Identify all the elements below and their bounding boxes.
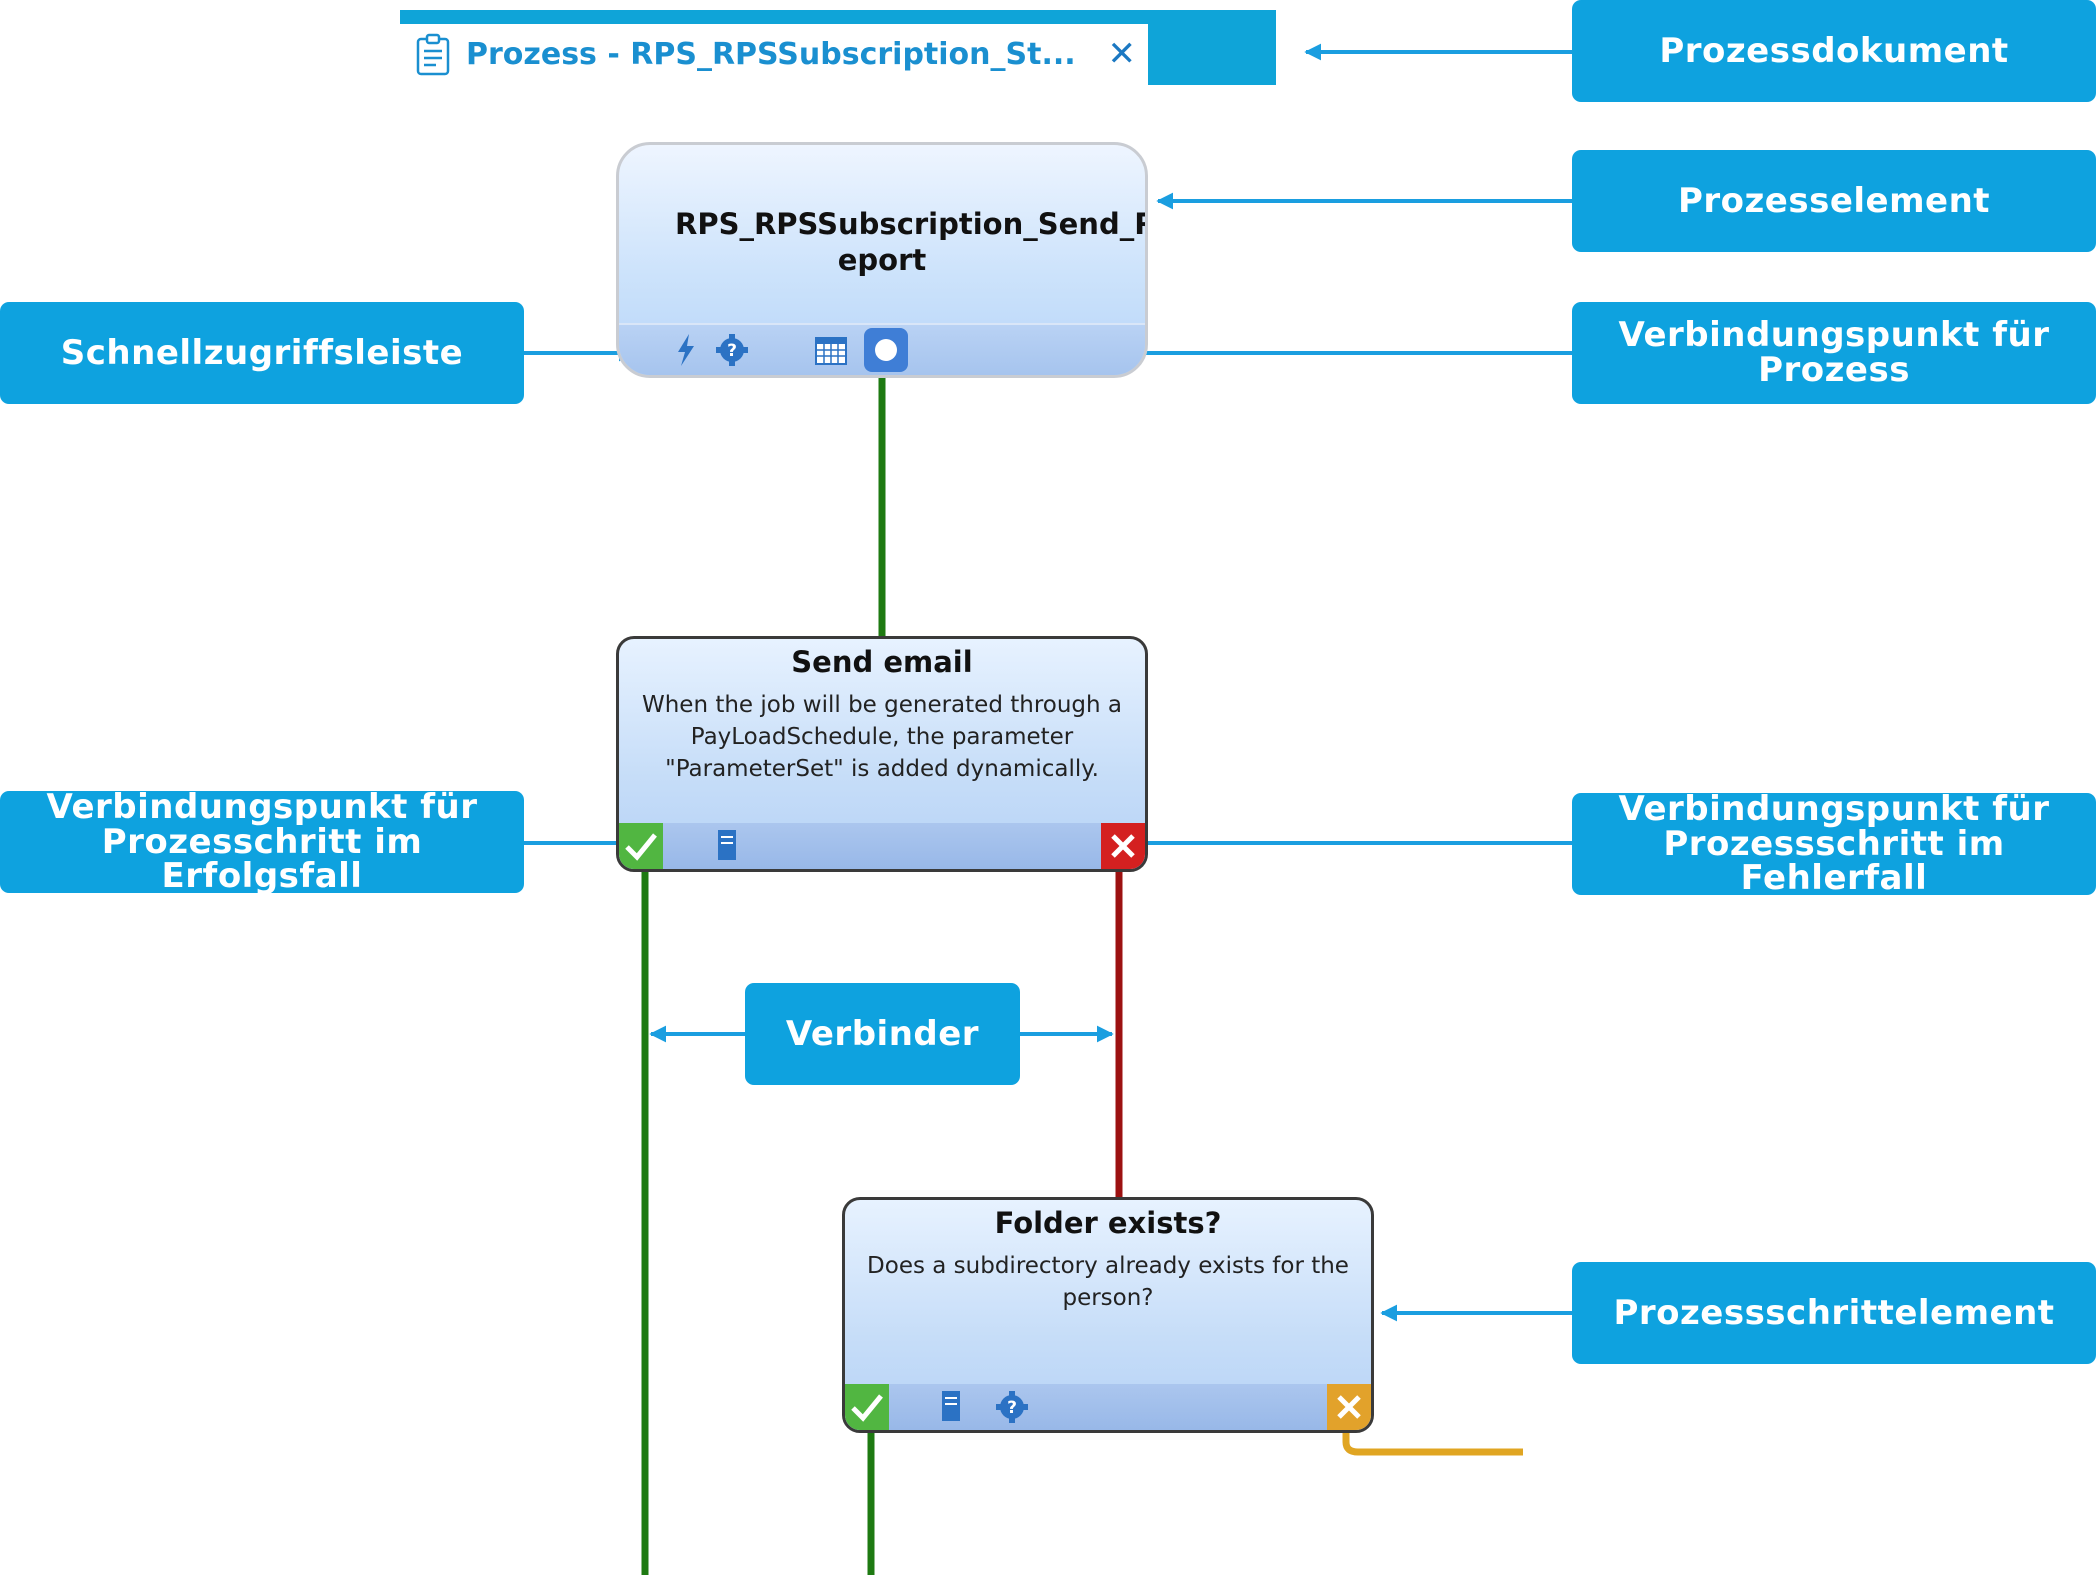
svg-text:?: ? bbox=[1007, 1398, 1017, 1418]
process-title-line1: RPS_RPSSubscription_Send_R bbox=[675, 207, 1148, 241]
callout-label: Verbindungspunkt für bbox=[46, 787, 478, 827]
callout-label: Verbindungspunkt für bbox=[1618, 789, 2050, 829]
callout-verbindungspunkt-prozess: Verbindungspunkt für Prozess bbox=[1572, 302, 2096, 404]
process-element[interactable]: RPS_RPSSubscription_Send_R eport ? bbox=[616, 142, 1148, 378]
x-icon bbox=[1111, 834, 1135, 858]
step-description-line: Does a subdirectory already exists for t… bbox=[867, 1253, 1349, 1279]
check-icon bbox=[851, 1394, 883, 1422]
callout-label: Prozessschrittelement bbox=[1613, 1292, 2055, 1333]
step-send-email[interactable]: Send email When the job will be generate… bbox=[616, 636, 1148, 872]
process-document-tab[interactable]: Prozess - RPS_RPSSubscription_St... ✕ bbox=[400, 24, 1148, 85]
callout-label: Schnellzugriffsleiste bbox=[60, 332, 464, 373]
callout-label: Prozessdokument bbox=[1659, 30, 2009, 71]
callout-label: Verbindungspunkt für bbox=[1618, 315, 2050, 356]
server-icon[interactable] bbox=[941, 1390, 961, 1422]
step-folder-exists[interactable]: Folder exists? Does a subdirectory alrea… bbox=[842, 1197, 1374, 1433]
calendar-icon[interactable] bbox=[815, 337, 847, 365]
callout-verbinder: Verbinder bbox=[745, 983, 1020, 1085]
lightning-icon[interactable] bbox=[675, 333, 697, 367]
callout-label: Verbinder bbox=[785, 1013, 980, 1054]
svg-text:?: ? bbox=[727, 341, 737, 361]
step-toolbar bbox=[845, 1384, 1371, 1430]
step-toolbar bbox=[619, 823, 1145, 869]
success-connection-point[interactable] bbox=[845, 1384, 889, 1430]
quick-access-toolbar: ? bbox=[619, 323, 1145, 375]
close-icon[interactable]: ✕ bbox=[1107, 34, 1137, 74]
x-icon bbox=[1337, 1395, 1361, 1419]
step-title: Folder exists? bbox=[994, 1206, 1222, 1240]
callout-label: Prozesselement bbox=[1677, 180, 1991, 221]
step-description-line: person? bbox=[1062, 1285, 1154, 1311]
callout-label: Prozesschritt im Erfolgsfall bbox=[101, 821, 423, 897]
step-description-line: PayLoadSchedule, the parameter bbox=[690, 724, 1074, 750]
tab-title: Prozess - RPS_RPSSubscription_St... bbox=[466, 37, 1076, 72]
server-icon[interactable] bbox=[717, 829, 737, 861]
callout-prozessschrittelement: Prozessschrittelement bbox=[1572, 1262, 2096, 1364]
process-title-line2: eport bbox=[837, 243, 927, 277]
callout-prozessdokument: Prozessdokument bbox=[1572, 0, 2096, 102]
callout-fehlerfall: Verbindungspunkt für Prozessschritt im F… bbox=[1572, 789, 2096, 899]
callout-label: Prozessschritt im Fehlerfall bbox=[1663, 823, 2005, 899]
settings-help-icon[interactable]: ? bbox=[995, 1390, 1029, 1424]
callout-label: Prozess bbox=[1758, 350, 1910, 390]
error-connection-point[interactable] bbox=[1101, 823, 1145, 869]
settings-help-icon[interactable]: ? bbox=[715, 333, 749, 367]
step-description-line: When the job will be generated through a bbox=[641, 692, 1123, 718]
step-description-line: "ParameterSet" is added dynamically. bbox=[665, 756, 1099, 782]
callout-erfolgsfall: Verbindungspunkt für Prozesschritt im Er… bbox=[0, 787, 524, 897]
success-connection-point[interactable] bbox=[619, 823, 663, 869]
warning-connector[interactable] bbox=[1342, 1430, 1523, 1456]
process-connection-point-icon[interactable] bbox=[863, 327, 909, 373]
clipboard-document-icon bbox=[416, 33, 450, 75]
check-icon bbox=[625, 833, 657, 861]
warning-connection-point[interactable] bbox=[1327, 1384, 1371, 1430]
step-title: Send email bbox=[791, 645, 973, 679]
callout-schnellzugriffsleiste: Schnellzugriffsleiste bbox=[0, 302, 524, 404]
callout-prozesselement: Prozesselement bbox=[1572, 150, 2096, 252]
